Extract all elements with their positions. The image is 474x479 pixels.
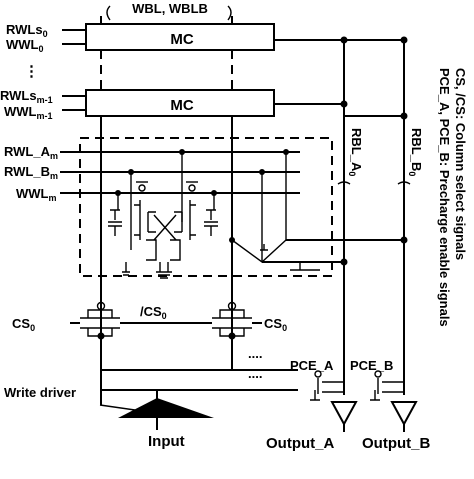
wwl0-label: WWL0 — [6, 37, 44, 54]
node — [400, 112, 408, 120]
note-precharge: PCE_A, PCE_B: Precharge enable signals — [437, 68, 452, 327]
output-b-label: Output_B — [362, 435, 430, 452]
mc-top-label: MC — [170, 31, 193, 48]
precharge-a — [310, 370, 344, 401]
write-driver-symbol — [118, 398, 214, 418]
bracket-left — [106, 5, 111, 21]
more-columns-dots-2: .... — [248, 366, 262, 381]
cell-boundary — [79, 137, 333, 277]
tgate-left — [80, 301, 120, 340]
buffer-b — [390, 401, 418, 427]
input-label: Input — [148, 433, 185, 450]
rwls0-label: RWLs0 — [6, 22, 48, 39]
buffer-a — [330, 401, 358, 427]
rwl-a-label: RWL_Am — [4, 144, 58, 161]
rwlsm1-label: RWLsm-1 — [0, 88, 53, 105]
mc-bottom-label: MC — [170, 97, 193, 114]
note-column-select: CS, /CS: Column select signals — [453, 68, 468, 260]
cell-circuit — [108, 149, 408, 279]
write-driver-label: Write driver — [4, 385, 76, 400]
tgate-right — [212, 301, 252, 340]
node — [400, 36, 408, 44]
write-driver-pointer — [99, 404, 136, 411]
precharge-b — [370, 370, 404, 401]
output-a-label: Output_A — [266, 435, 334, 452]
rbl-b-label: RBL_B0 — [407, 128, 424, 176]
rwl-b-label: RWL_Bm — [4, 164, 58, 181]
row-ellipsis: ⋮ — [24, 63, 39, 80]
node — [340, 36, 348, 44]
squiggle — [397, 181, 411, 185]
wwl-m-label: WWLm — [16, 186, 57, 203]
pce-b-label: PCE_B — [350, 358, 393, 373]
pce-a-label: PCE_A — [290, 358, 334, 373]
rbl-a-label: RBL_A0 — [347, 128, 364, 176]
wwlm1-label: WWLm-1 — [4, 104, 53, 121]
cs0-right-label: CS0 — [264, 316, 287, 333]
more-columns-dots-1: .... — [248, 346, 262, 361]
cs0-left-label: CS0 — [12, 316, 35, 333]
bracket-right — [227, 5, 232, 21]
node — [340, 100, 348, 108]
memory-cell-top — [85, 23, 275, 51]
cs0-bar-label: /CS0 — [140, 304, 167, 321]
bitline-label: WBL, WBLB — [132, 1, 208, 16]
squiggle — [337, 181, 351, 185]
